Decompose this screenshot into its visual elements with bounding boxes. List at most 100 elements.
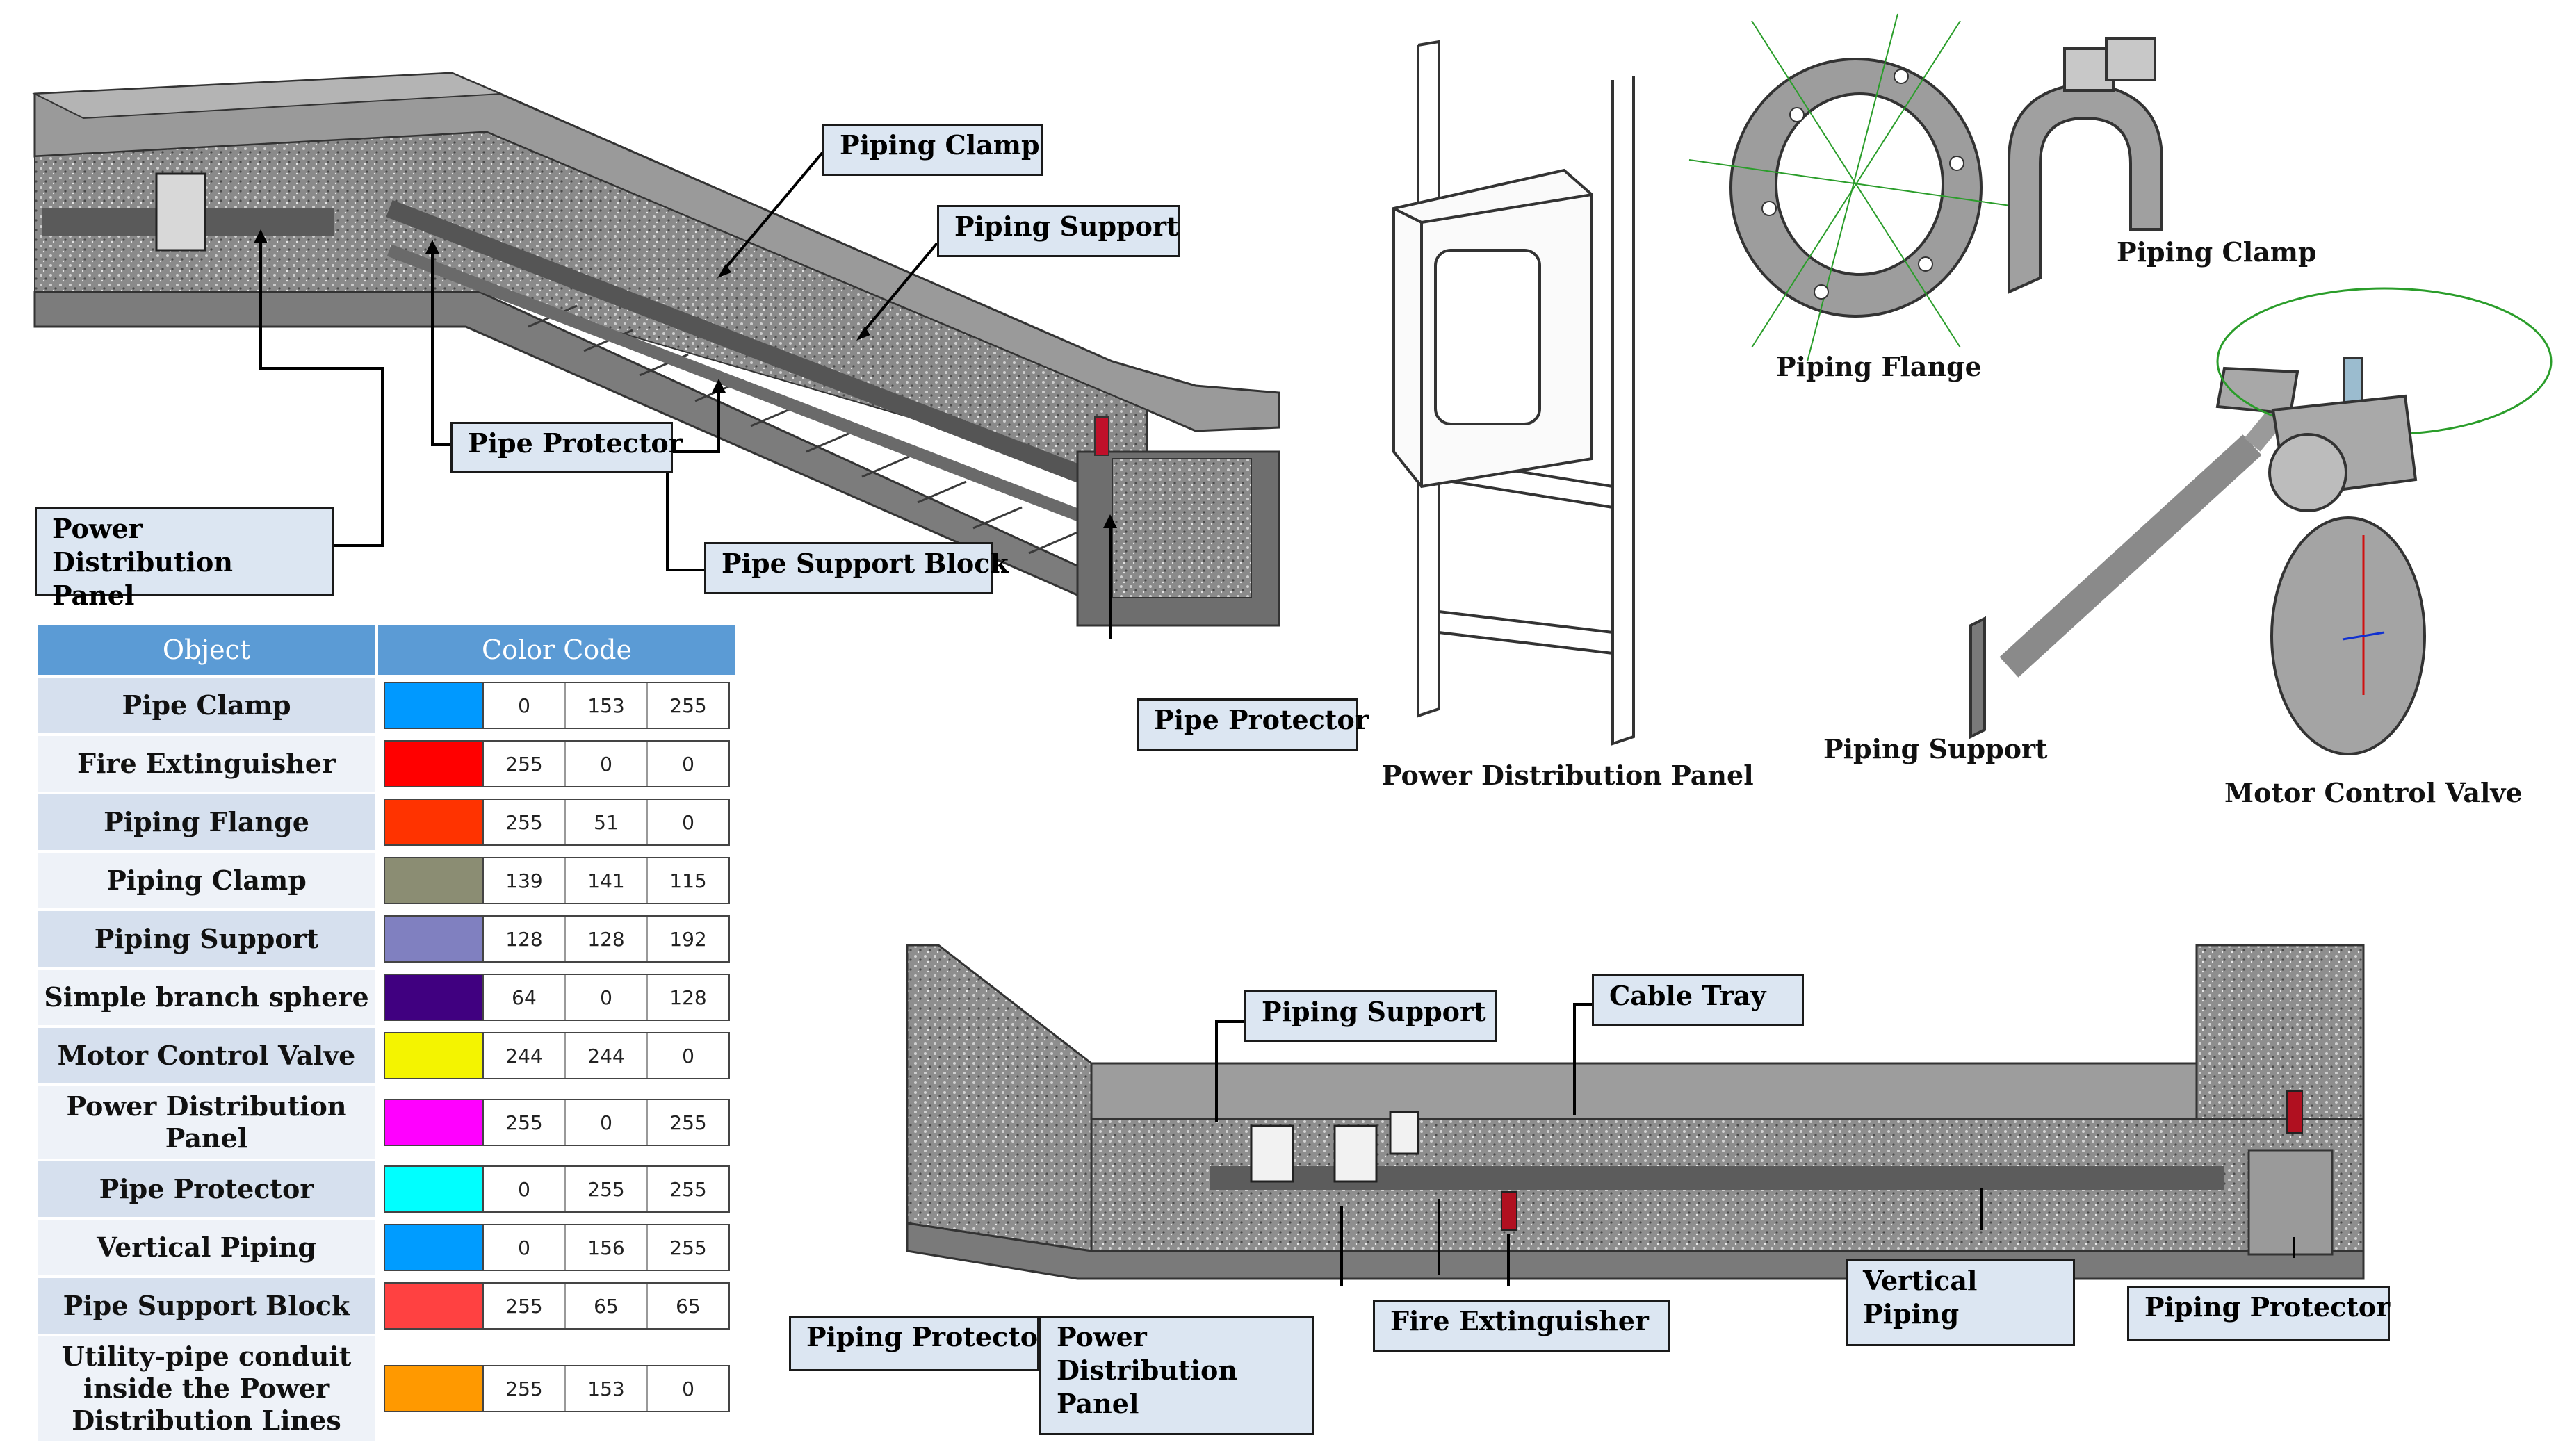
legend-rgb-r: 255 [484,800,566,844]
support-model [1969,366,2299,739]
legend-object-name: Pipe Clamp [35,675,378,736]
legend-rgb-r: 255 [484,1284,566,1328]
legend-rgb-b: 192 [669,927,707,951]
legend-rgb-g: 153 [566,683,648,728]
callout-vertical-piping: Vertical Piping [1846,1259,2075,1346]
legend-object-name: Power Distribution Panel [35,1083,378,1161]
legend-color-swatch [385,858,484,903]
legend-color-swatch [385,975,484,1020]
legend-rgb-r: 255 [484,742,566,786]
legend-row: Utility-pipe conduit inside the Power Di… [35,1334,738,1443]
legend-rgb-r: 244 [484,1033,566,1078]
legend-rgb-g: 141 [566,858,648,903]
legend-header-color: Color Code [375,622,738,678]
callout-pipe-protector-top-1: Pipe Protector [450,422,683,473]
caption-power-distribution-panel: Power Distribution Panel [1382,760,1754,791]
caption-piping-support: Piping Support [1823,733,2048,764]
legend-rgb-b: 0 [682,1377,694,1400]
legend-rgb-b: 255 [669,694,707,717]
legend-rgb-g: 255 [566,1167,648,1211]
legend-color-swatch [385,1100,484,1145]
callout-fire-extinguisher: Fire Extinguisher [1373,1300,1670,1352]
bottom-tunnel-roof [1090,1062,2365,1120]
legend-object-name: Pipe Support Block [35,1275,378,1336]
legend-color-swatch [385,742,484,786]
component-models [1392,13,2553,755]
callout-piping-clamp-top: Piping Clamp [822,124,1043,176]
legend-color-swatch [385,917,484,961]
legend-object-name: Piping Clamp [35,850,378,911]
legend-rgb-r: 139 [484,858,566,903]
callout-power-distribution-panel-bottom: Power Distribution Panel [1039,1316,1314,1435]
legend-rgb-g: 153 [566,1366,648,1411]
caption-piping-clamp: Piping Clamp [2117,236,2317,268]
callout-piping-support-bottom: Piping Support [1244,990,1497,1042]
legend-rgb-b: 128 [669,985,707,1009]
legend-rgb-b: 0 [682,810,694,834]
legend-rgb-g: 0 [566,742,648,786]
callout-pipe-support-block: Pipe Support Block [704,542,1009,594]
valve-model [2216,287,2553,755]
legend-header-object: Object [35,622,378,678]
legend-object-name: Vertical Piping [35,1217,378,1278]
legend-rgb-r: 64 [484,975,566,1020]
legend-rgb-g: 0 [566,1100,648,1145]
legend-rgb-b: 255 [669,1236,707,1259]
legend-color-swatch [385,1284,484,1328]
callout-piping-support-top: Piping Support [937,205,1180,257]
legend-rgb-r: 0 [484,1225,566,1270]
legend-color-swatch [385,800,484,844]
callout-piping-protector-right: Piping Protector [2127,1286,2390,1341]
legend-rgb-b: 0 [682,1044,694,1068]
legend-color-swatch [385,1033,484,1078]
callout-piping-protector-left: Piping Protector [789,1316,1052,1371]
clamp-model [2008,37,2163,295]
legend-rgb-g: 244 [566,1033,648,1078]
legend-object-name: Motor Control Valve [35,1025,378,1086]
callout-power-distribution-panel-top: Power Distribution Panel [35,507,334,611]
legend-rgb-r: 255 [484,1366,566,1411]
legend-rgb-r: 0 [484,1167,566,1211]
legend-object-name: Fire Extinguisher [35,733,378,794]
callout-cable-tray: Cable Tray [1592,974,1804,1026]
legend-rgb-b: 255 [669,1177,707,1201]
legend-rgb-g: 128 [566,917,648,961]
legend-object-name: Simple branch sphere [35,967,378,1028]
legend-rgb-g: 51 [566,800,648,844]
legend-object-name: Piping Flange [35,792,378,853]
legend-rgb-b: 255 [669,1111,707,1134]
